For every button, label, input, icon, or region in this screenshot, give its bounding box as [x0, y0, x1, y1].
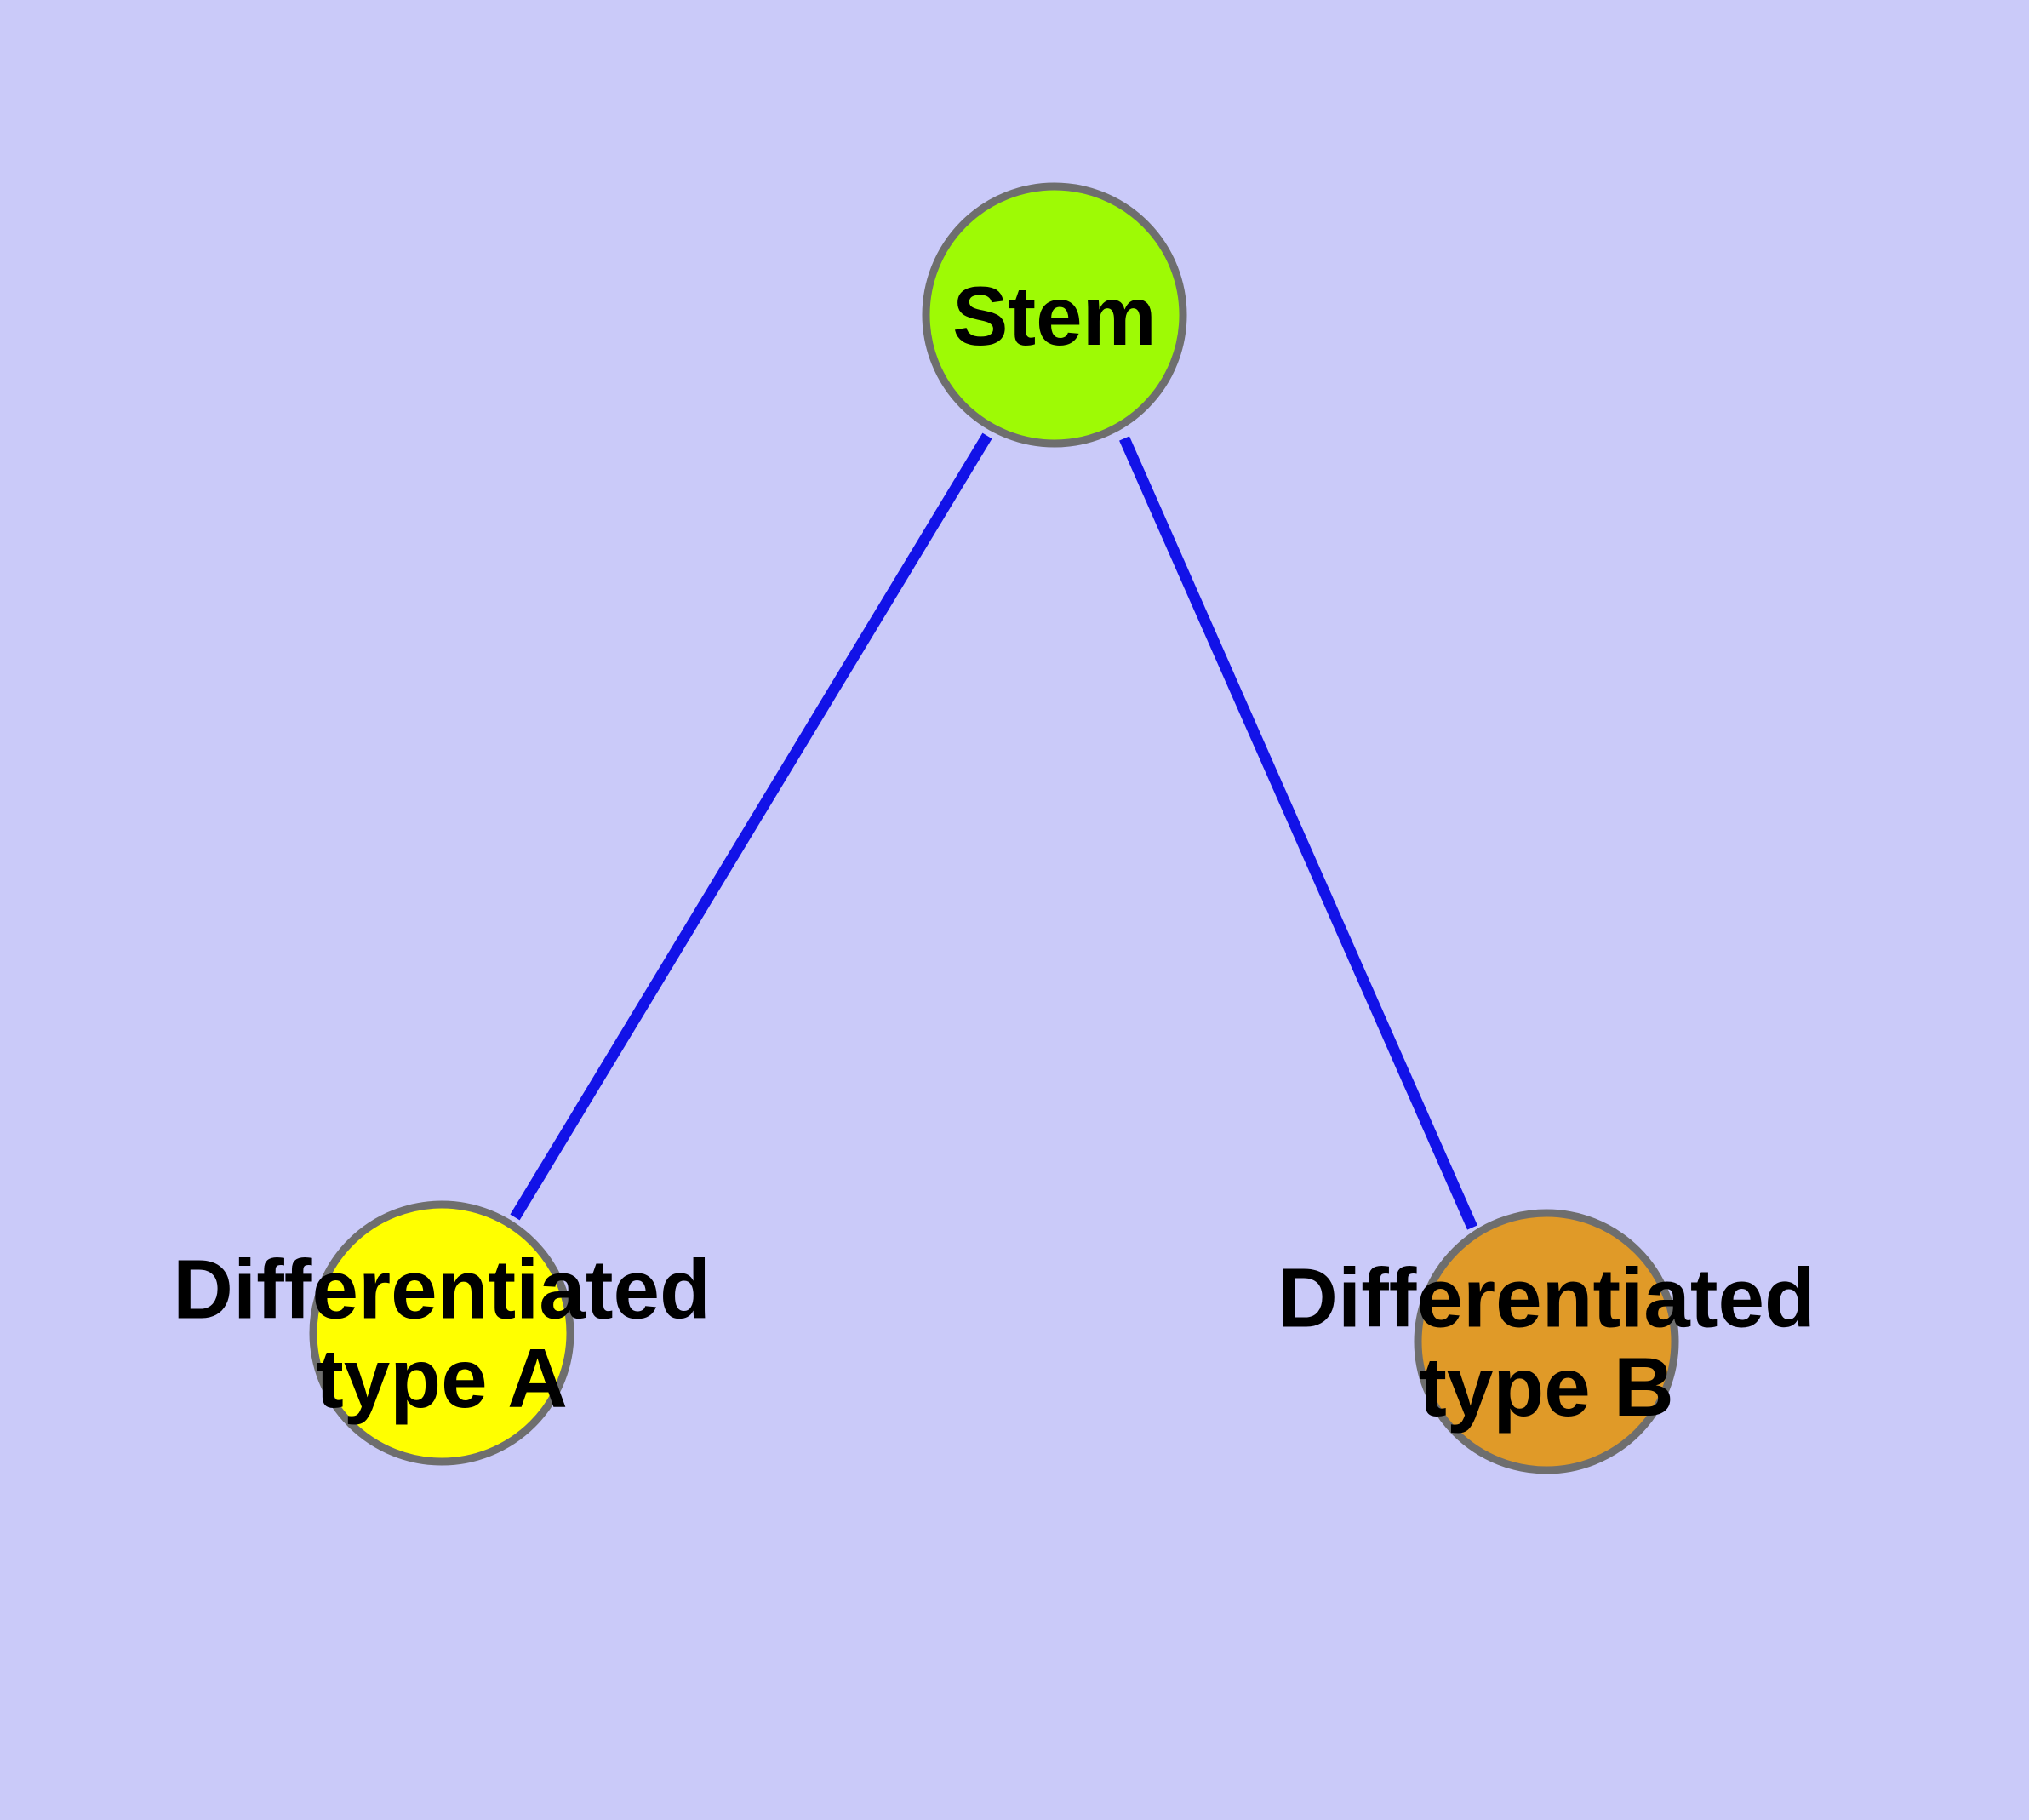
node-label-line: type A	[316, 1331, 568, 1425]
node-label-line: Stem	[952, 269, 1157, 363]
edge-stem-to-a[interactable]	[510, 432, 992, 1221]
node-label-line: Differentiated	[173, 1242, 711, 1336]
node-label-stem: Stem	[952, 269, 1157, 363]
edges-group	[510, 432, 1477, 1230]
node-diff_b[interactable]	[1414, 1209, 1679, 1474]
node-circle-diff_b[interactable]	[1414, 1209, 1679, 1474]
node-circle-stem[interactable]	[922, 182, 1187, 448]
node-stem[interactable]	[922, 182, 1187, 448]
edge-stem-to-b[interactable]	[1119, 436, 1477, 1230]
node-label-line: type B	[1419, 1340, 1674, 1434]
node-circle-diff_a[interactable]	[309, 1200, 574, 1466]
node-diff_a[interactable]	[309, 1200, 574, 1466]
node-label-line: Differentiated	[1277, 1251, 1815, 1344]
